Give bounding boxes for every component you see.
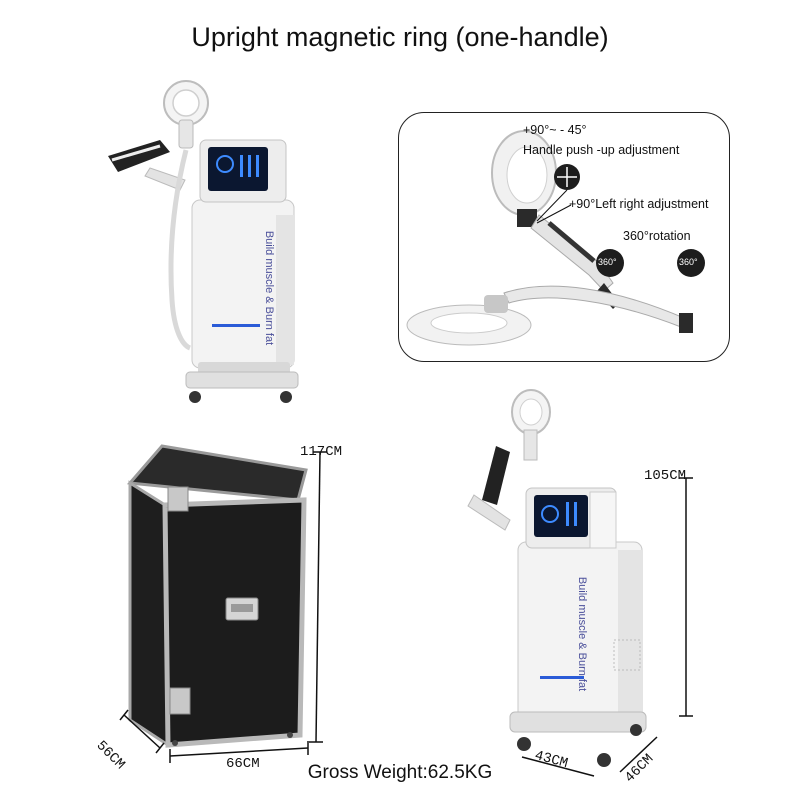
case-top [126, 444, 308, 502]
case-width-line [169, 747, 309, 757]
case-width-label: 66CM [226, 756, 260, 772]
detail-panel: +90°~ - 45° Handle push -up adjustment +… [398, 112, 730, 362]
case-side [128, 480, 170, 748]
handle-grip [482, 446, 510, 505]
touch-screen [208, 147, 268, 191]
rotation-badge-left-icon [596, 249, 624, 277]
wheel [280, 391, 292, 403]
push-up-label: Handle push -up adjustment [523, 143, 680, 157]
machine-dimension-view [467, 389, 693, 777]
accent-strip [212, 324, 260, 327]
angle-range-label: +90°~ - 45° [523, 123, 587, 137]
machine-depth-line [619, 736, 658, 773]
flight-case [119, 444, 327, 763]
machine-side-text: Build muscle & Burn fat [263, 230, 276, 346]
rotation-label: 360°rotation [623, 229, 691, 243]
machine-side-text-2: Build muscle & Burn fat [576, 576, 589, 692]
badge-left-text: 360° [598, 257, 617, 267]
machine-front-view [108, 80, 299, 403]
case-front [162, 497, 307, 748]
rotation-badge-right-icon [677, 249, 705, 277]
page-title: Upright magnetic ring (one-handle) [191, 22, 609, 52]
badge-right-text: 360° [679, 257, 698, 267]
case-hinge [169, 687, 191, 715]
cable [168, 149, 192, 351]
wheel [189, 391, 201, 403]
gross-weight: Gross Weight:62.5KG [307, 762, 493, 783]
case-hinge [167, 486, 189, 512]
arm-detail-illustration [406, 130, 705, 346]
case-height-label: 117CM [300, 444, 343, 460]
left-right-label: +90°Left right adjustment [569, 197, 709, 211]
machine-width-line [521, 756, 595, 777]
case-depth-line [123, 714, 161, 749]
magnetic-ring-inner [172, 89, 200, 117]
handle-grip [108, 140, 170, 172]
ring-neck [178, 119, 194, 149]
case-height-line [315, 451, 321, 743]
machine-height-label: 105CM [644, 468, 687, 484]
